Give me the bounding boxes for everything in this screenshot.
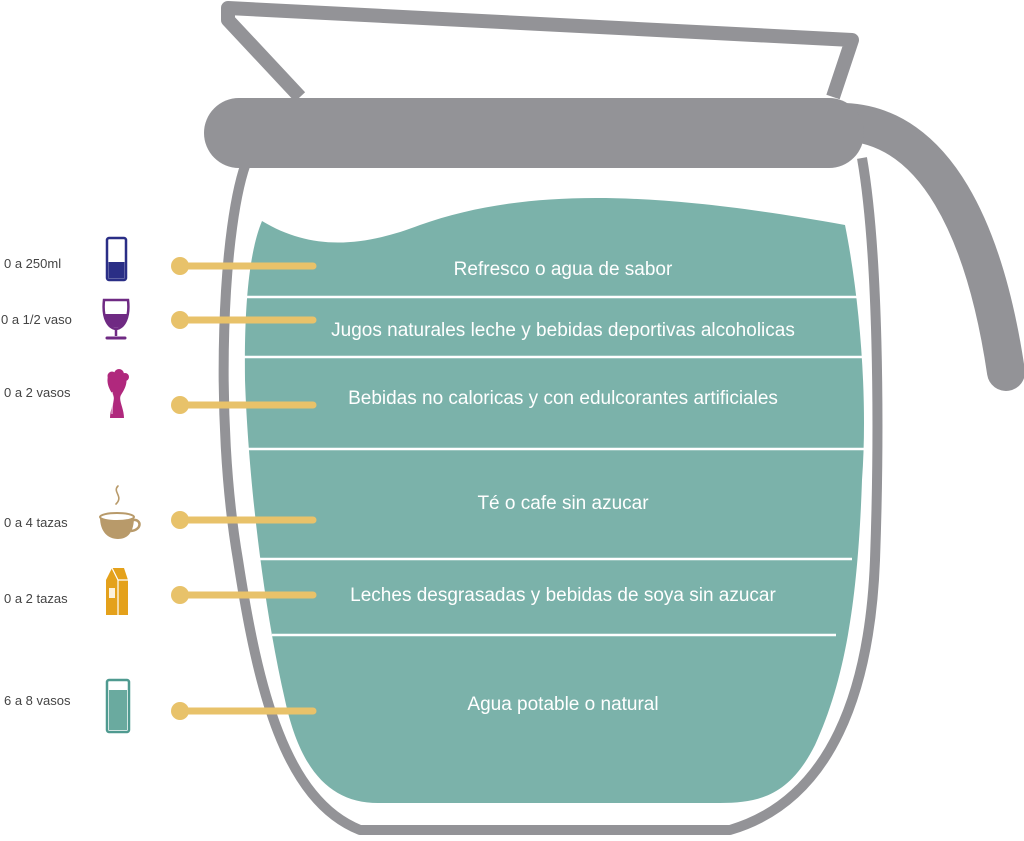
pointer-6 xyxy=(171,702,317,720)
pointer-4 xyxy=(171,511,317,529)
jar-water xyxy=(244,197,865,803)
fizzy-glass-icon xyxy=(107,369,129,418)
pointer-2 xyxy=(171,311,317,329)
band-label-6: Agua potable o natural xyxy=(467,694,658,715)
water-glass-icon xyxy=(105,678,131,734)
level-pointers xyxy=(171,257,317,720)
jar-handle xyxy=(826,103,1024,391)
amount-label-4: 0 a 4 tazas xyxy=(4,515,68,530)
band-label-5: Leches desgrasadas y bebidas de soya sin… xyxy=(350,585,776,606)
coffee-cup-icon xyxy=(99,485,141,539)
pointer-3 xyxy=(171,396,317,414)
band-label-4: Té o cafe sin azucar xyxy=(477,493,649,514)
jar-lid-frame xyxy=(221,1,859,102)
wine-glass-icon xyxy=(102,298,130,340)
amount-label-3: 0 a 2 vasos xyxy=(4,385,71,400)
jar-rim xyxy=(204,98,864,168)
pointer-5 xyxy=(171,586,317,604)
milk-carton-icon xyxy=(106,567,128,615)
band-label-1: Refresco o agua de sabor xyxy=(454,259,673,280)
amount-label-6: 6 a 8 vasos xyxy=(4,693,71,708)
amount-label-2: 0 a 1/2 vaso xyxy=(1,312,72,327)
level-dividers xyxy=(242,295,864,637)
band-labels: Refresco o agua de sabor Jugos naturales… xyxy=(331,259,795,715)
band-label-2: Jugos naturales leche y bebidas deportiv… xyxy=(331,320,795,341)
amount-labels: 0 a 250ml 0 a 1/2 vaso 0 a 2 vasos 0 a 4… xyxy=(1,256,72,708)
soda-glass-icon xyxy=(105,236,128,282)
band-label-3: Bebidas no caloricas y con edulcorantes … xyxy=(348,388,778,409)
amount-label-5: 0 a 2 tazas xyxy=(4,591,68,606)
amount-label-1: 0 a 250ml xyxy=(4,256,61,271)
pointer-1 xyxy=(171,257,317,275)
